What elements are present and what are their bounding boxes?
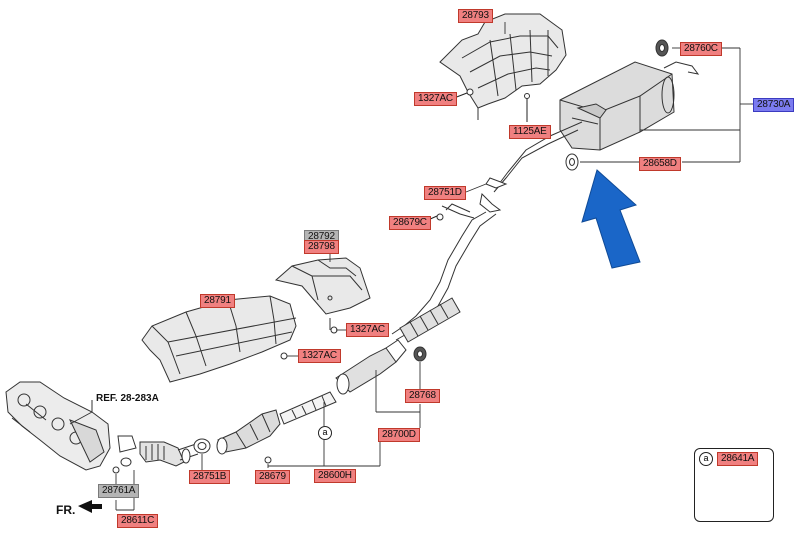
- heat-shield-lower: [141, 295, 297, 383]
- part-label-28730a[interactable]: 28730A: [753, 98, 795, 112]
- highlight-arrow-icon: [581, 169, 641, 269]
- part-label-28761a[interactable]: 28761A: [98, 484, 140, 498]
- part-label-28658d[interactable]: 28658D: [639, 157, 681, 171]
- hanger-rubber-28760c: [655, 39, 669, 57]
- part-label-28679[interactable]: 28679: [255, 470, 290, 484]
- callout-a-inset: a: [699, 452, 713, 466]
- part-label-28768[interactable]: 28768: [405, 389, 440, 403]
- part-label-28700d[interactable]: 28700D: [378, 428, 420, 442]
- part-label-28679c[interactable]: 28679C: [389, 216, 431, 230]
- part-label-28751d[interactable]: 28751D: [424, 186, 466, 200]
- callout-a-main[interactable]: a: [318, 426, 332, 440]
- inset-clamp-box: a 28641A: [694, 448, 774, 522]
- heat-shield-middle: [274, 257, 371, 315]
- front-pipe: [117, 339, 407, 467]
- part-label-28798[interactable]: 28798: [304, 240, 339, 254]
- center-pipe: [391, 121, 583, 343]
- part-label-1327ac-mid[interactable]: 1327AC: [346, 323, 389, 337]
- part-label-28751b[interactable]: 28751B: [189, 470, 231, 484]
- part-label-28600h[interactable]: 28600H: [314, 469, 356, 483]
- front-arrow-icon: [78, 500, 102, 513]
- part-label-1327ac-top[interactable]: 1327AC: [414, 92, 457, 106]
- gasket-28658d: [565, 153, 579, 171]
- muffler: [559, 61, 675, 151]
- exhaust-manifold: [5, 381, 111, 471]
- part-label-28611c[interactable]: 28611C: [117, 514, 159, 528]
- part-label-28641a[interactable]: 28641A: [717, 452, 759, 466]
- reference-note: REF. 28-283A: [96, 393, 159, 404]
- part-label-1327ac-low[interactable]: 1327AC: [298, 349, 341, 363]
- part-label-28791[interactable]: 28791: [200, 294, 235, 308]
- hanger-rubber-28768: [413, 346, 427, 362]
- front-direction-label: FR.: [56, 503, 76, 517]
- part-label-1125ae[interactable]: 1125AE: [509, 125, 551, 139]
- part-label-28760c[interactable]: 28760C: [680, 42, 722, 56]
- part-label-28793[interactable]: 28793: [458, 9, 493, 23]
- heat-shield-upper: [439, 13, 567, 120]
